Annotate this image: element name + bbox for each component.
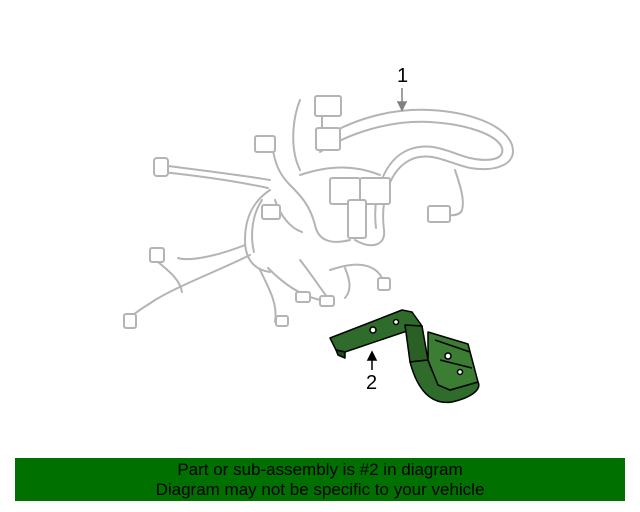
harness-connectors <box>123 95 451 329</box>
callout-1-leader <box>396 88 408 112</box>
callout-2-leader <box>366 350 378 370</box>
wiring-harness <box>129 99 514 323</box>
banner-line-disclaimer: Diagram may not be specific to your vehi… <box>155 479 485 499</box>
parts-diagram <box>123 88 514 404</box>
callout-label-1: 1 <box>397 65 409 87</box>
banner-line-part: Part or sub-assembly is #2 in diagram <box>177 459 463 479</box>
callout-label-2: 2 <box>366 372 378 394</box>
bracket-part-2 <box>329 309 480 404</box>
info-banner: Part or sub-assembly is #2 in diagram Di… <box>15 458 625 501</box>
